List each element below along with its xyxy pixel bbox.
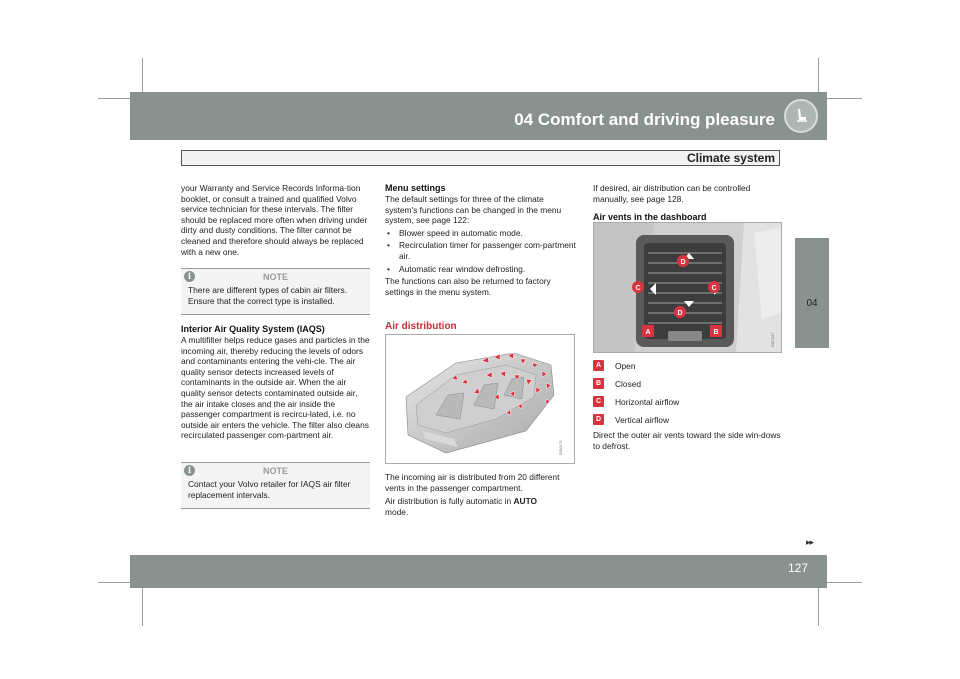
air-distribution-text: The incoming air is distributed from 20 … bbox=[385, 472, 577, 517]
crop-mark bbox=[808, 98, 862, 99]
header-band bbox=[130, 92, 827, 140]
defrost-paragraph-wrap: Direct the outer air vents toward the si… bbox=[593, 430, 783, 451]
intro-paragraph: your Warranty and Service Records Inform… bbox=[181, 183, 368, 257]
crop-mark bbox=[142, 572, 143, 626]
dashboard-vent-illustration: D C C D A B G017047 bbox=[594, 223, 781, 352]
figure-code: G020176 bbox=[559, 441, 563, 455]
menu-intro: The default settings for three of the cl… bbox=[385, 194, 562, 226]
air-text-2-suffix: mode. bbox=[385, 506, 409, 517]
vent-label-a: A bbox=[645, 329, 650, 336]
menu-outro: The functions can also be returned to fa… bbox=[385, 276, 551, 297]
section-title: Climate system bbox=[686, 151, 775, 165]
crop-mark bbox=[98, 98, 152, 99]
list-item: Recirculation timer for passenger com-pa… bbox=[385, 240, 577, 261]
note-body: Contact your Volvo retailer for IAQS air… bbox=[188, 479, 351, 500]
note-title: NOTE bbox=[262, 466, 288, 476]
vent-label-b: B bbox=[713, 329, 718, 336]
air-distribution-heading-wrap: Air distribution bbox=[385, 321, 577, 332]
air-text-2-prefix: Air distribution is fully automatic in bbox=[385, 496, 514, 507]
chapter-title: 04 Comfort and driving pleasure bbox=[514, 110, 775, 129]
footer-band bbox=[130, 555, 827, 588]
crop-mark bbox=[808, 582, 862, 583]
vent-label-d-bottom: D bbox=[677, 310, 682, 317]
legend-key: C bbox=[593, 396, 604, 407]
menu-settings-heading: Menu settings bbox=[385, 183, 446, 193]
list-item: Blower speed in automatic mode. bbox=[385, 228, 577, 239]
comfort-seat-icon bbox=[784, 99, 818, 133]
column-3: If desired, air distribution can be cont… bbox=[593, 183, 783, 223]
menu-bullet-list: Blower speed in automatic mode. Recircul… bbox=[385, 228, 577, 274]
air-vents-heading: Air vents in the dashboard bbox=[593, 212, 707, 223]
legend-text: Vertical airflow bbox=[615, 414, 669, 425]
legend-item-c: C Horizontal airflow bbox=[593, 396, 679, 407]
column-1: your Warranty and Service Records Inform… bbox=[181, 183, 370, 257]
crop-mark bbox=[818, 58, 819, 112]
air-text-2: Air distribution is fully automatic in A… bbox=[385, 496, 577, 517]
note-box-cabin-filter: i NOTE There are different types of cabi… bbox=[181, 268, 370, 315]
iaqs-heading: Interior Air Quality System (IAQS) bbox=[181, 324, 325, 334]
legend-item-d: D Vertical airflow bbox=[593, 414, 669, 425]
chapter-side-tab bbox=[795, 238, 829, 348]
car-airflow-illustration: G020176 bbox=[405, 352, 563, 455]
auto-mode-label: AUTO bbox=[513, 496, 538, 507]
note-box-iaqs: i NOTE Contact your Volvo retailer for I… bbox=[181, 462, 370, 509]
legend-key: D bbox=[593, 414, 604, 425]
vent-label-c-left: C bbox=[635, 285, 640, 292]
crop-mark bbox=[818, 572, 819, 626]
iaqs-section: Interior Air Quality System (IAQS) A mul… bbox=[181, 324, 370, 441]
crop-mark bbox=[98, 582, 152, 583]
air-text-1: The incoming air is distributed from 20 … bbox=[385, 472, 560, 493]
air-vents-figure: D C C D A B G017047 bbox=[593, 222, 782, 353]
iaqs-body: A multifilter helps reduce gases and par… bbox=[181, 335, 370, 441]
side-tab-label: 04 bbox=[806, 298, 818, 309]
legend-item-a: A Open bbox=[593, 360, 636, 371]
defrost-paragraph: Direct the outer air vents toward the si… bbox=[593, 430, 781, 451]
column-2: Menu settings The default settings for t… bbox=[385, 183, 577, 297]
crop-mark bbox=[142, 58, 143, 112]
legend-text: Open bbox=[615, 360, 636, 371]
page-number: 127 bbox=[787, 561, 808, 575]
air-distribution-figure: G020176 bbox=[385, 334, 575, 464]
section-bar bbox=[181, 150, 780, 166]
list-item: Automatic rear window defrosting. bbox=[385, 264, 577, 275]
legend-text: Closed bbox=[615, 378, 642, 389]
legend-key: A bbox=[593, 360, 604, 371]
info-icon: i bbox=[184, 271, 195, 282]
legend-key: B bbox=[593, 378, 604, 389]
vent-label-c-right: C bbox=[711, 285, 716, 292]
legend-text: Horizontal airflow bbox=[615, 396, 680, 407]
info-icon: i bbox=[184, 465, 195, 476]
vent-label-d-top: D bbox=[680, 259, 685, 266]
air-distribution-heading: Air distribution bbox=[385, 321, 457, 332]
legend-item-b: B Closed bbox=[593, 378, 641, 389]
note-title: NOTE bbox=[262, 272, 288, 282]
manual-control-paragraph: If desired, air distribution can be cont… bbox=[593, 183, 751, 204]
continued-arrow-icon: ▸▸ bbox=[806, 537, 814, 547]
note-body: There are different types of cabin air f… bbox=[188, 285, 348, 306]
figure-code: G017047 bbox=[771, 333, 775, 347]
